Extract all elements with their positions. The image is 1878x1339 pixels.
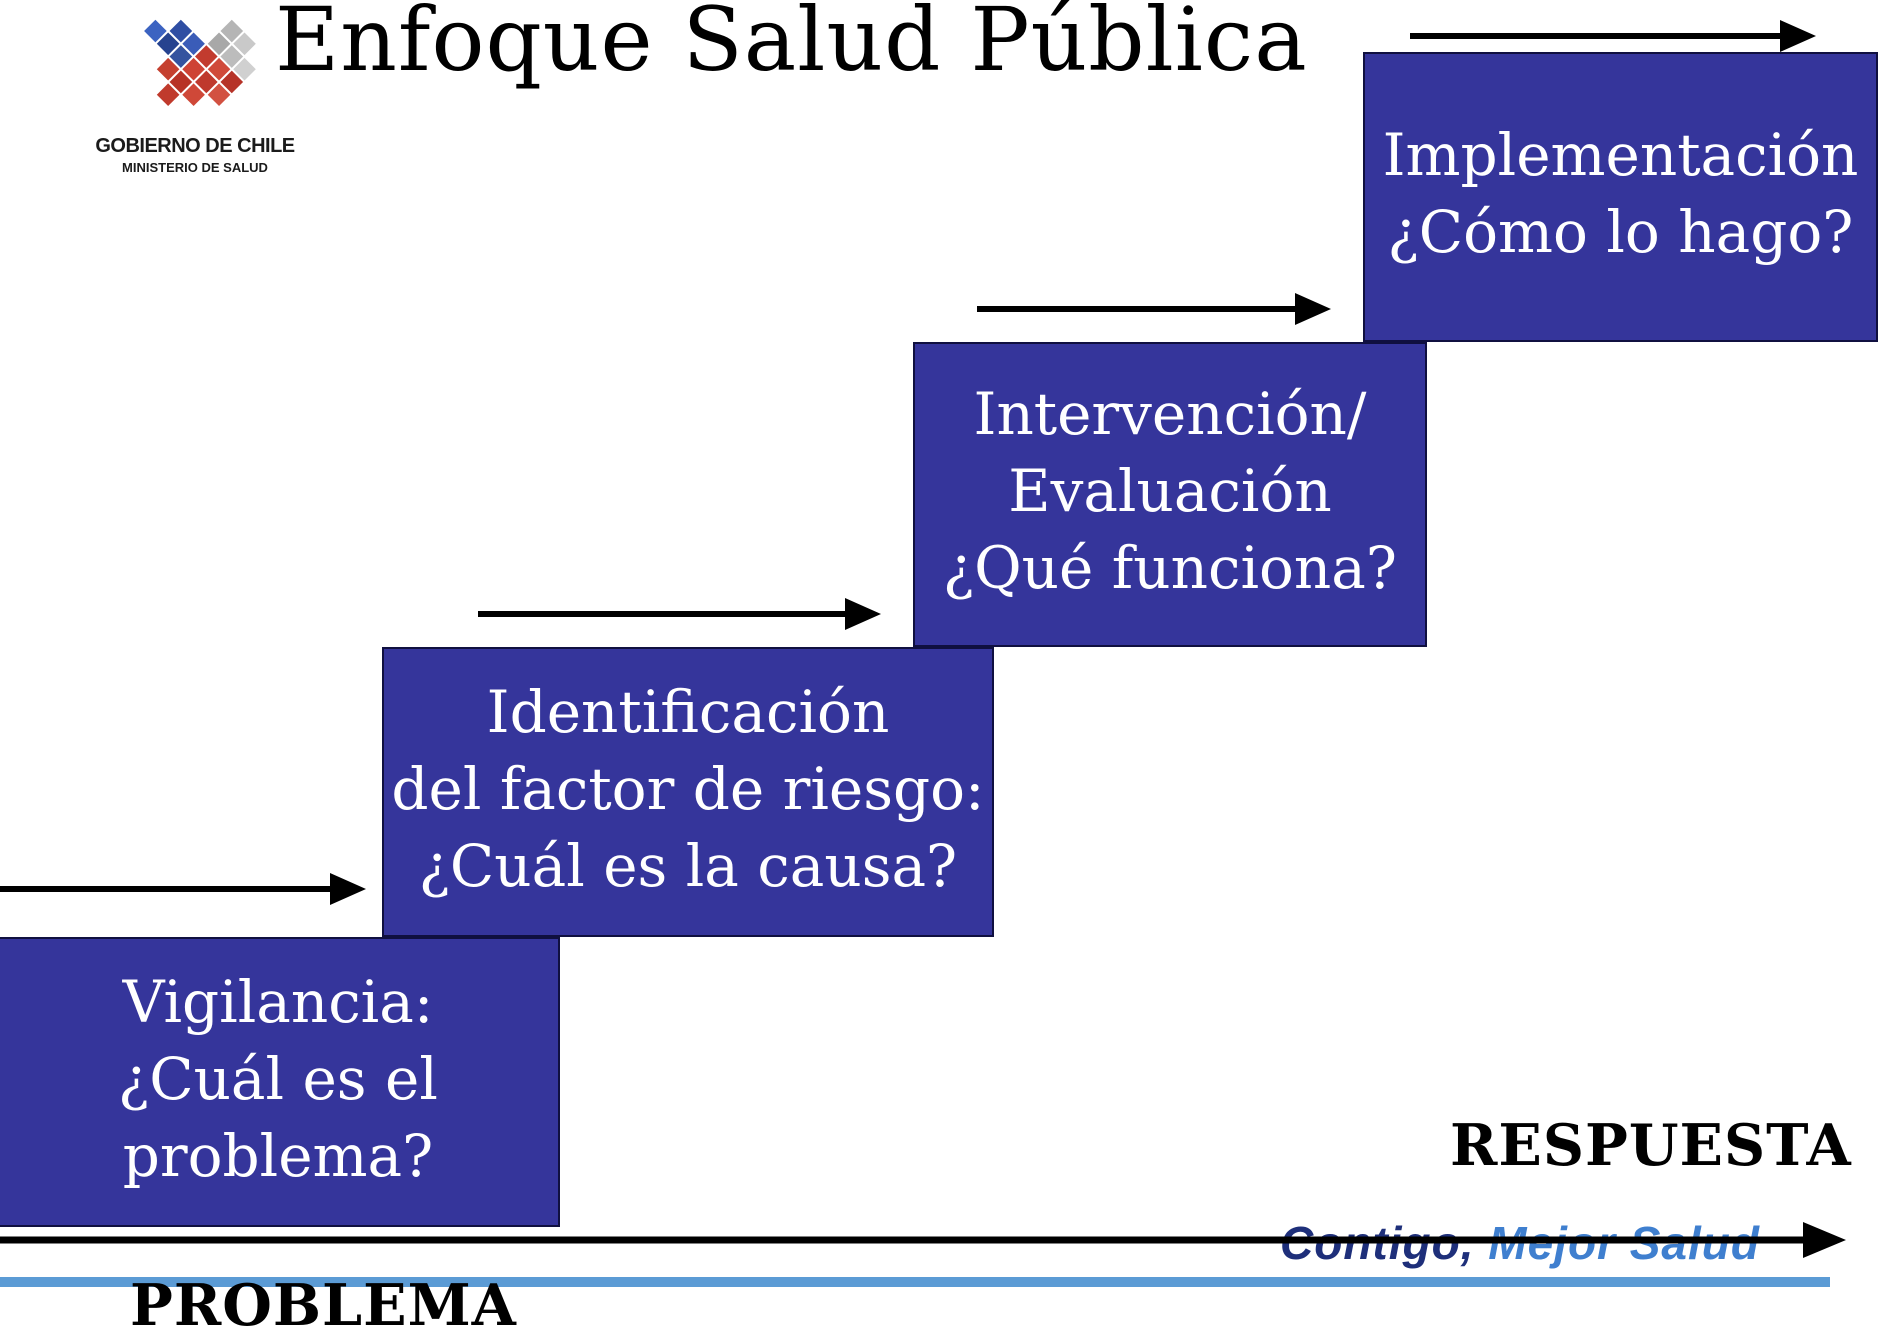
axis-label-respuesta: RESPUESTA <box>1450 1112 1852 1179</box>
arrow-to-implementacion <box>977 293 1331 325</box>
step-identificacion: Identificación del factor de riesgo: ¿Cu… <box>382 647 994 937</box>
logo-text-ministerio: MINISTERIO DE SALUD <box>122 160 268 175</box>
axis-label-problema: PROBLEMA <box>130 1272 517 1339</box>
step-vigilancia: Vigilancia: ¿Cuál es el problema? <box>0 937 560 1227</box>
step-intervencion: Intervención/ Evaluación ¿Qué funciona? <box>913 342 1427 647</box>
axis-arrow <box>0 1222 1846 1258</box>
chile-government-emblem-icon <box>144 19 256 107</box>
page-title: Enfoque Salud Pública <box>275 0 1308 91</box>
arrow-to-identificacion <box>0 873 366 905</box>
gobierno-de-chile-logo: GOBIERNO DE CHILE MINISTERIO DE SALUD <box>90 0 300 190</box>
arrow-to-intervencion <box>478 598 881 630</box>
arrow-top-right <box>1410 20 1816 52</box>
logo-text-gobierno: GOBIERNO DE CHILE <box>95 135 295 157</box>
step-implementacion: Implementación ¿Cómo lo hago? <box>1363 52 1878 342</box>
